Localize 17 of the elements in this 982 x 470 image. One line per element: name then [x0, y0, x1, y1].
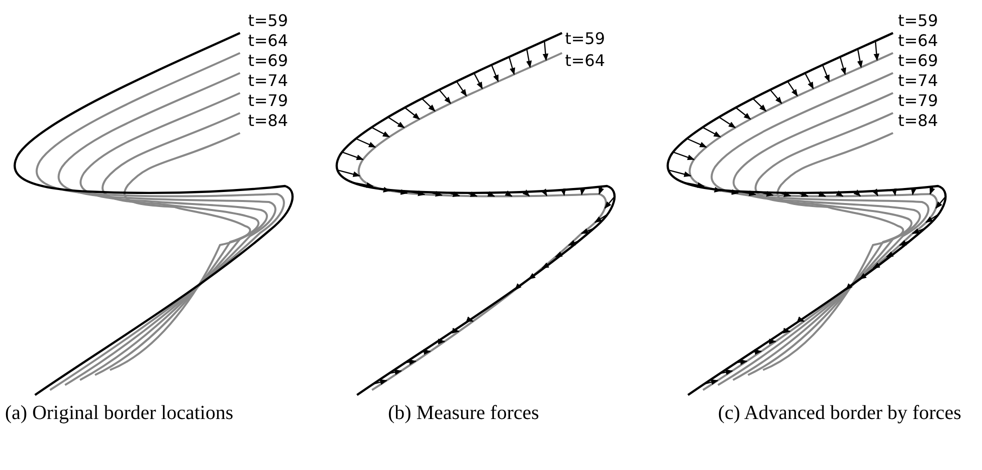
time-label: t=84 — [898, 112, 938, 130]
figure-caption: (c) Advanced border by forces — [718, 402, 962, 425]
time-label: t=74 — [898, 72, 938, 90]
time-label: t=59 — [898, 12, 938, 30]
time-label: t=69 — [898, 52, 938, 70]
time-label: t=79 — [248, 92, 288, 110]
figure-caption: (b) Measure forces — [388, 402, 540, 425]
time-label: t=84 — [248, 112, 288, 130]
figure-caption: (a) Original border locations — [5, 402, 234, 425]
time-label: t=74 — [248, 72, 288, 90]
time-label: t=79 — [898, 92, 938, 110]
time-label: t=64 — [248, 32, 288, 50]
time-label: t=59 — [248, 12, 288, 30]
time-label: t=59 — [565, 30, 606, 48]
time-label: t=69 — [248, 52, 288, 70]
time-label: t=64 — [565, 52, 606, 70]
time-label: t=64 — [898, 32, 938, 50]
